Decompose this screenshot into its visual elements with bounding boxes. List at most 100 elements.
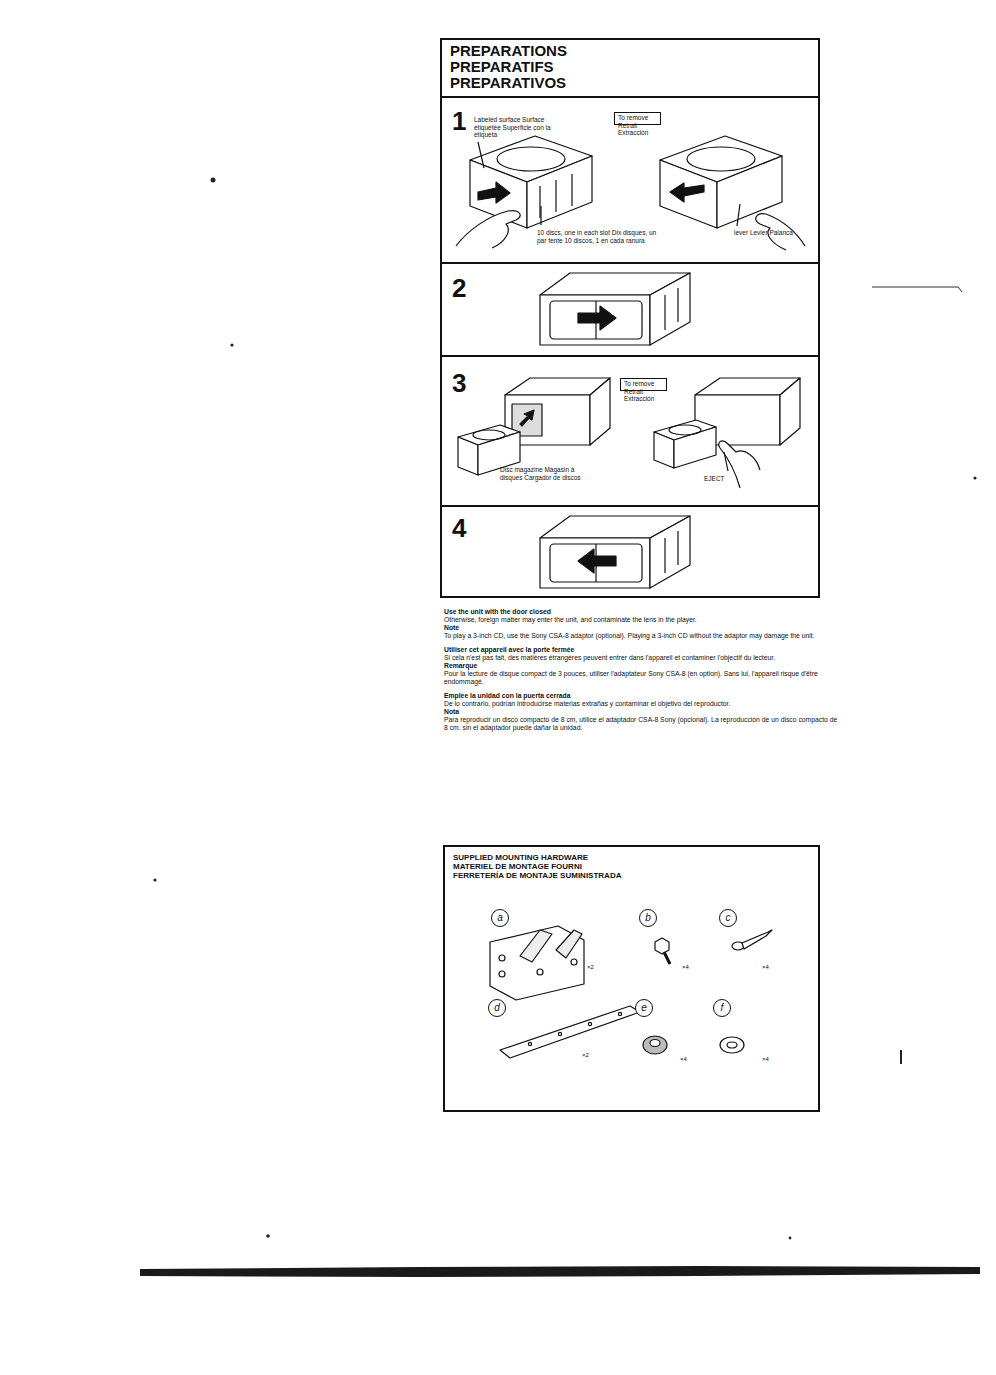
heading: PREPARATIFS — [450, 59, 554, 75]
step4-close-door-figure — [540, 516, 690, 588]
quantity-label: ×4 — [762, 964, 769, 971]
bracket-hole — [499, 955, 505, 961]
strip-hole — [618, 1012, 621, 1015]
speck — [973, 476, 976, 479]
strip — [500, 1006, 640, 1058]
item-letter-circle: c — [719, 909, 737, 927]
leader-line — [540, 206, 541, 225]
step-number: 2 — [452, 275, 466, 301]
item-letter-circle: b — [639, 909, 657, 927]
note-text: Otherwise, foreign matter may enter the … — [444, 616, 840, 624]
step-panel: 4 — [442, 505, 818, 596]
washer-hole — [727, 1042, 737, 1048]
bracket-ear — [520, 930, 552, 962]
step2-close-door-figure — [540, 273, 690, 345]
heading: SUPPLIED MOUNTING HARDWARE — [453, 853, 588, 862]
magazine-front — [654, 432, 674, 468]
quantity-label: ×4 — [680, 1056, 687, 1063]
note-heading: Emplee la unidad con la puerta cerrada — [444, 692, 840, 700]
leader-line — [737, 204, 740, 226]
step-number: 4 — [452, 515, 466, 541]
scan-mark — [872, 287, 962, 292]
disc — [669, 425, 701, 435]
rib — [555, 180, 556, 212]
rib — [677, 288, 678, 322]
quantity-label: ×2 — [587, 964, 594, 971]
remove-label: To remove Retrait Extracción — [624, 380, 662, 403]
speck — [266, 1234, 270, 1238]
unit-side — [527, 156, 592, 228]
slide-arrow — [578, 549, 616, 573]
strip-hole — [558, 1032, 561, 1035]
step1-remove-figure — [660, 136, 805, 250]
door — [550, 544, 642, 582]
item-letter-circle: d — [488, 999, 506, 1017]
note-heading: Note — [444, 624, 840, 632]
item-letter: d — [494, 1003, 500, 1013]
bracket-ear — [556, 930, 582, 958]
notes-column: Use the unit with the door closedOtherwi… — [444, 608, 840, 732]
door — [550, 301, 642, 339]
unit-side — [780, 378, 800, 445]
remove-tag: To remove Retrait Extracción — [614, 112, 661, 125]
hand — [456, 211, 520, 248]
unit-side — [590, 378, 610, 445]
note-text: Pour la lecture de disque compact de 3 p… — [444, 670, 840, 686]
remove-tag: To remove Retrait Extracción — [620, 378, 667, 391]
leader-line — [478, 142, 484, 168]
speck — [211, 178, 216, 183]
bracket — [490, 926, 584, 1000]
callout-text: EJECT — [704, 475, 744, 483]
rib — [677, 531, 678, 565]
note-heading: Utiliser cet appareil avec la porte ferm… — [444, 646, 840, 654]
insert-arrow — [478, 182, 510, 203]
step3-insert-magazine-figure — [458, 378, 610, 475]
leader-line — [724, 452, 728, 471]
item-letter: a — [497, 913, 503, 923]
item-letter-circle: e — [635, 999, 653, 1017]
disc-window — [687, 147, 755, 171]
magazine-front — [458, 437, 478, 475]
callout-text: Labeled surface Surface étiquetée Superf… — [474, 116, 564, 139]
item-letter-circle: a — [491, 909, 509, 927]
heading: FERRETERÍA DE MONTAJE SUMINISTRADA — [453, 871, 621, 880]
note-heading: Remarque — [444, 662, 840, 670]
callout-text: lever Levier Palanca — [734, 229, 794, 237]
disc — [473, 430, 505, 440]
remove-label: To remove Retrait Extracción — [618, 114, 656, 137]
quantity-label: ×2 — [582, 1052, 589, 1059]
rib — [571, 174, 572, 206]
screw-thread — [742, 930, 772, 949]
quantity-label: ×4 — [762, 1056, 769, 1063]
speck — [153, 878, 156, 881]
magazine-side — [674, 427, 716, 468]
unit-front — [540, 295, 650, 345]
nut-hole — [650, 1040, 660, 1047]
speck — [230, 343, 233, 346]
quantity-label: ×4 — [682, 964, 689, 971]
speck — [789, 1237, 792, 1240]
hand — [719, 441, 760, 488]
slide-arrow — [578, 306, 616, 330]
heading: PREPARATIONS — [450, 43, 567, 59]
unit-front — [540, 538, 650, 588]
note-text: Si cela n'est pas fait, des matières étr… — [444, 654, 840, 662]
step3-eject-figure — [654, 378, 800, 488]
bracket-hole — [571, 959, 577, 965]
unit-side — [650, 516, 690, 588]
step-number: 1 — [452, 108, 466, 134]
rib — [664, 295, 665, 330]
insert-arrow — [520, 410, 534, 426]
remove-arrow — [670, 183, 704, 202]
item-letter: f — [721, 1003, 724, 1013]
strip-hole — [528, 1042, 531, 1045]
item-letter-circle: f — [713, 999, 731, 1017]
step-panel: 1 Labeled surface Surface étiquetée Super… — [442, 96, 818, 262]
note-heading: Use the unit with the door closed — [444, 608, 840, 616]
screw-head — [655, 938, 669, 954]
rib — [664, 538, 665, 573]
callout-text: Disc magazine Magasin à disques Cargador… — [500, 466, 590, 481]
note-text: To play a 3-inch CD, use the Sony CSA-8 … — [444, 632, 840, 640]
item-letter: e — [641, 1003, 647, 1013]
